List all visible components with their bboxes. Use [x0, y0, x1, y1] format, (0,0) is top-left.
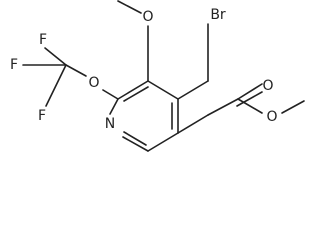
bond-c3-c4 — [147, 80, 179, 100]
bond-c6-n-inner — [123, 131, 147, 146]
atom-label-ester-carbonyl-oxygen: O — [262, 78, 273, 94]
bond-c2-c3 — [117, 80, 149, 100]
bond-carbonyl-o — [237, 83, 263, 100]
bond-c2-c3-inner — [123, 86, 149, 102]
bond-o-cf3 — [65, 64, 87, 77]
atom-label-fluorine-top: F — [39, 32, 47, 48]
atom-label-fluorine-bottom: F — [38, 108, 46, 124]
atom-label-fluorine-left: F — [10, 57, 18, 73]
atom-label-methoxy-oxygen: O — [142, 9, 153, 25]
bond-o-ch3-methoxy — [117, 0, 142, 14]
bond-cf3-f-bottom — [45, 64, 67, 107]
atom-label-ester-ether-oxygen: O — [266, 109, 277, 125]
bond-c2-o-ocf3 — [102, 89, 119, 100]
chemical-structure: N O O Br O O F F F — [10, 0, 305, 152]
atom-label-ring-nitrogen: N — [105, 116, 115, 132]
bond-ch2-carbonyl — [207, 98, 239, 116]
bond-cf3-f-top — [44, 47, 67, 66]
bond-c4-ch2br — [177, 80, 209, 100]
bond-carbonyl-o-double — [236, 91, 263, 107]
bond-c6-n — [122, 136, 149, 152]
bond-o-ch3-ester — [281, 100, 305, 114]
bond-c5-c6 — [147, 132, 179, 152]
atom-label-bromine: Br — [210, 7, 226, 23]
bond-n-c2 — [109, 98, 119, 115]
atom-label-ocf3-oxygen: O — [88, 75, 99, 91]
bond-c5-ch2 — [177, 114, 209, 134]
bond-c-o-ether — [237, 98, 263, 114]
